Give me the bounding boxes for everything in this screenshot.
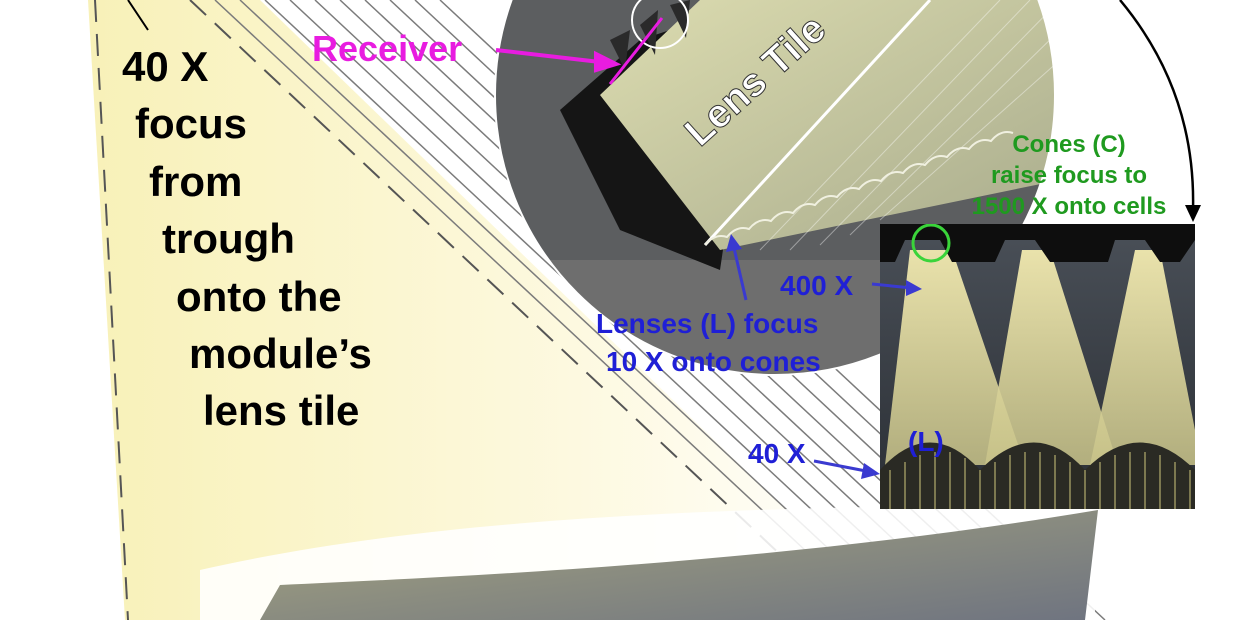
trough-focus-line-1: 40 X [122, 43, 209, 90]
x40-arrowhead [861, 463, 880, 479]
trough-focus-line-2: focus [135, 100, 248, 147]
cone-inset-panel [880, 224, 1195, 509]
x400-arrowhead [906, 280, 922, 296]
cones-line-2: raise focus to [990, 162, 1148, 189]
x40-label: 40 X [748, 438, 806, 469]
x40-arrow [813, 459, 867, 473]
trough-light-cone [88, 0, 900, 620]
module-housing [260, 510, 1098, 620]
lenses-line-2: 10 X onto cones [606, 346, 821, 377]
trough-focus-line-4: trough [162, 215, 295, 262]
cones-line-3: 1500 X onto cells [971, 193, 1167, 220]
lenses-arrow [732, 247, 748, 301]
cones-curved-arrow [1119, 0, 1195, 211]
callout-tick [127, 0, 149, 31]
trough-focus-line-5: onto the [176, 273, 342, 320]
lenses-line-1: Lenses (L) focus [596, 308, 819, 339]
cones-arrowhead [1185, 205, 1201, 222]
cones-label: Cones (C) raise focus to 1500 X onto cel… [955, 129, 1183, 222]
cone-edge-dashed-left [94, 0, 129, 620]
magnified-view-border [494, 0, 1056, 376]
cones-line-1: Cones (C) [1012, 131, 1126, 158]
l-tag-label: (L) [908, 426, 944, 457]
lenses-arrowhead [726, 234, 742, 252]
trough-focus-line-7: lens tile [203, 387, 360, 434]
receiver-pointer [495, 17, 664, 85]
x400-label: 400 X [780, 270, 854, 301]
x400-arrow [871, 282, 913, 290]
receiver-label: Receiver [312, 28, 463, 69]
trough-focus-line-6: module’s [189, 330, 372, 377]
trough-focus-line-3: from [149, 158, 243, 205]
